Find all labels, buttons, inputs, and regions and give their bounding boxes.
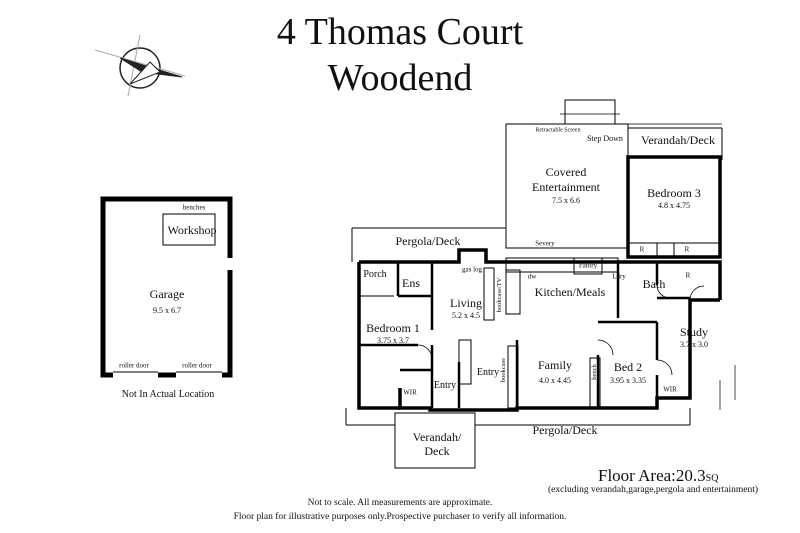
bookcase-tv-label: bookcase/TV [496, 277, 503, 313]
bedroom1-dims: 3.75 x 3.7 [377, 336, 409, 345]
wir-right-label: WIR [663, 385, 677, 394]
roller-door-right-label: roller door [182, 361, 212, 370]
floor-area: Floor Area:20.3SQ [598, 466, 718, 486]
bedroom3-dims: 4.8 x 4.75 [658, 201, 690, 210]
benches-label: benches [182, 203, 206, 212]
gas-log-label: gas log [461, 265, 483, 274]
verandah-deck-top-label: Verandah/Deck [641, 133, 715, 147]
r1-label: R [639, 245, 645, 254]
ens-label: Ens [402, 276, 420, 290]
entry-label: Entry [433, 380, 457, 391]
bench-label: bench [591, 364, 598, 380]
living-label: Living [450, 296, 482, 310]
plan-subtitle: Woodend [327, 57, 473, 99]
pantry-label: Pantry [578, 261, 598, 270]
pergola-deck-top-label: Pergola/Deck [395, 234, 461, 248]
family-dims: 4.0 x 4.45 [539, 376, 571, 385]
family-label: Family [537, 358, 573, 372]
porch-label: Porch [363, 269, 387, 280]
bedroom1-label: Bedroom 1 [366, 321, 420, 335]
wir-left-label: WIR [403, 388, 417, 397]
garage-dims: 9.5 x 6.7 [153, 306, 181, 315]
sitting-label: Entry [476, 367, 500, 378]
verandah-label-2: Deck [424, 444, 450, 458]
study-label: Study [679, 325, 709, 339]
location-note: Not In Actual Location [121, 389, 215, 400]
ldry-label: Ldry [612, 272, 626, 281]
retractable-screen-label: Retractable Screen [535, 127, 581, 134]
verandah-label-1: Verandah/ [412, 430, 462, 444]
floor-area-unit: SQ [705, 473, 719, 484]
floor-area-note: (excluding verandah,garage,pergola and e… [548, 485, 759, 495]
compass-rose-icon [94, 34, 186, 97]
pergola-deck-bottom-label: Pergola/Deck [532, 423, 598, 437]
r2-label: R [684, 245, 690, 254]
footer-note-1: Not to scale. All measurements are appro… [307, 498, 493, 508]
bookcase-label: bookcase [500, 357, 507, 383]
dw-label: dw [527, 272, 537, 281]
footer-note-2: Floor plan for illustrative purposes onl… [233, 512, 567, 522]
garage-walls [100, 196, 233, 378]
step-down-label: Step Down [587, 134, 623, 143]
floor-area-value: Floor Area:20.3 [598, 466, 706, 485]
bedroom3-label: Bedroom 3 [647, 186, 701, 200]
bed2-label: Bed 2 [613, 360, 643, 374]
workshop-label: Workshop [167, 223, 217, 237]
study-dims: 3.7 x 3.0 [680, 340, 708, 349]
kitchen-label: Kitchen/Meals [534, 285, 606, 299]
covered-label-2: Entertainment [532, 180, 600, 194]
living-dims: 5.2 x 4.5 [452, 311, 480, 320]
plan-title: 4 Thomas Court [276, 11, 524, 53]
garage-label: Garage [149, 287, 185, 301]
covered-label-1: Covered [545, 165, 587, 179]
severy-label: Severy [535, 239, 555, 248]
bed2-dims: 3.95 x 3.35 [610, 376, 646, 385]
covered-dims: 7.5 x 6.6 [552, 196, 580, 205]
r3-label: R [685, 271, 691, 280]
roller-door-left-label: roller door [119, 361, 149, 370]
bath-label: Bath [642, 277, 666, 291]
house-walls [345, 99, 736, 469]
